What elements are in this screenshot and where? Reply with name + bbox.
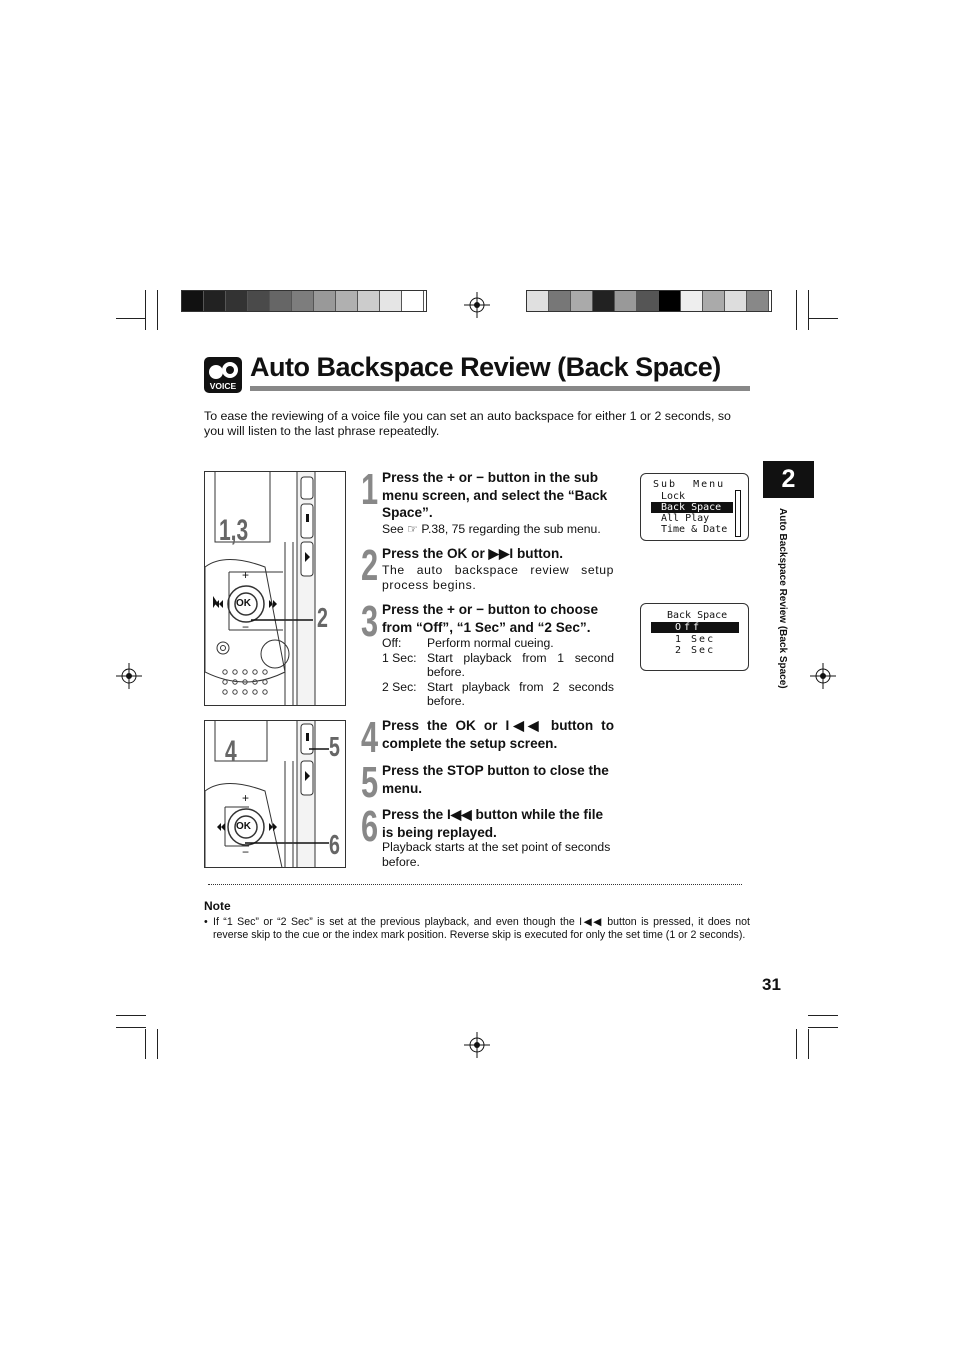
registration-mark-icon [810, 663, 836, 689]
option-value: Perform normal cueing. [427, 636, 554, 650]
lcd-item: Time & Date [661, 524, 728, 535]
color-swatch [248, 291, 270, 311]
dotted-divider [208, 884, 742, 885]
color-swatch [358, 291, 380, 311]
color-swatch [204, 291, 226, 311]
step-number: 4 [361, 713, 379, 762]
step-3-options: Off: Perform normal cueing. 1 Sec: Start… [382, 636, 614, 709]
step-6-note: Playback starts at the set point of seco… [382, 840, 611, 869]
callout-1-3: 1,3 [219, 514, 249, 547]
color-swatch [703, 291, 725, 311]
note-heading: Note [204, 899, 231, 913]
side-section-label: Auto Backspace Review (Back Space) [777, 508, 788, 689]
step-number: 3 [361, 597, 379, 646]
color-swatch [314, 291, 336, 311]
voice-icon-label: VOICE [209, 381, 237, 391]
color-swatch [593, 291, 615, 311]
color-swatch [681, 291, 703, 311]
step-3-instruction: Press the + or − button to choose from “… [382, 602, 599, 635]
callout-5: 5 [329, 731, 340, 762]
step-number: 5 [361, 758, 379, 807]
color-swatch [270, 291, 292, 311]
callout-6: 6 [329, 829, 340, 860]
page-title: Auto Backspace Review (Back Space) [250, 352, 721, 382]
callout-4: 4 [225, 735, 237, 768]
color-swatch [182, 291, 204, 311]
color-swatch [226, 291, 248, 311]
device-illustration-top: OK + − 1,3 2 [204, 471, 346, 706]
minus-button-label: − [242, 845, 250, 859]
color-calibration-bar-left [181, 290, 427, 312]
title-underline [250, 386, 750, 391]
color-swatch [549, 291, 571, 311]
option-value: Start playback from 1 second before. [427, 650, 614, 680]
note-text: If “1 Sec” or “2 Sec” is set at the prev… [204, 916, 750, 942]
lcd-header: Sub Menu [653, 479, 726, 490]
option-off: Off: Perform normal cueing. [382, 636, 614, 651]
chapter-tab: 2 [763, 461, 814, 498]
device-illustration-bottom: OK + − 4 5 6 [204, 720, 346, 868]
lcd-submenu-screen: Sub Menu Lock Back Space All Play Time &… [640, 473, 749, 541]
registration-mark-icon [464, 292, 490, 318]
color-swatch [659, 291, 681, 311]
ok-button-label: OK [236, 821, 251, 832]
plus-button-label: + [242, 791, 250, 805]
option-2-sec: 2 Sec: Start playback from 2 seconds bef… [382, 680, 614, 709]
color-swatch [336, 291, 358, 311]
color-swatch [571, 291, 593, 311]
color-swatch [615, 291, 637, 311]
voice-icon: VOICE [204, 357, 242, 393]
ok-button-label: OK [236, 598, 251, 609]
callout-2: 2 [317, 602, 328, 633]
color-swatch [747, 291, 769, 311]
intro-paragraph: To ease the reviewing of a voice file yo… [204, 409, 731, 438]
lcd-item: Lock [661, 491, 686, 502]
step-5-instruction: Press the STOP button to close the menu. [382, 763, 609, 796]
step-1-instruction: Press the + or − button in the sub menu … [382, 470, 608, 520]
color-swatch [380, 291, 402, 311]
lcd-item: All Play [661, 513, 710, 524]
color-swatch [292, 291, 314, 311]
color-swatch [527, 291, 549, 311]
lcd-item: 2 Sec [675, 645, 716, 656]
step-number: 6 [361, 802, 379, 851]
option-key: 2 Sec: [382, 679, 417, 694]
color-calibration-bar-right [526, 290, 772, 312]
minus-button-label: − [242, 620, 250, 634]
step-4-instruction: Press the OK or I◀◀ button to complete t… [382, 718, 614, 751]
lcd-item: 1 Sec [675, 634, 716, 645]
lcd-header: Back Space [667, 610, 728, 621]
step-1-note: See ☞ P.38, 75 regarding the sub menu. [382, 522, 601, 536]
lcd-backspace-screen: Back Space Off 1 Sec 2 Sec [640, 603, 749, 671]
step-number: 2 [361, 541, 379, 590]
lcd-scrollbar [735, 490, 741, 537]
lcd-item-selected: Back Space [651, 502, 733, 513]
step-6-instruction: Press the I◀◀ button while the file is b… [382, 807, 604, 840]
step-2-note: The auto backspace review setup process … [382, 563, 614, 592]
color-swatch [402, 291, 424, 311]
page-number: 31 [762, 975, 781, 994]
color-swatch [725, 291, 747, 311]
option-1-sec: 1 Sec: Start playback from 1 second befo… [382, 651, 614, 680]
step-2-instruction: Press the OK or ▶▶I button. [382, 546, 564, 561]
option-key: 1 Sec: [382, 650, 417, 665]
option-value: Start playback from 2 seconds before. [427, 679, 614, 709]
registration-mark-icon [464, 1032, 490, 1058]
option-key: Off: [382, 636, 402, 650]
lcd-item-selected: Off [651, 622, 739, 633]
color-swatch [637, 291, 659, 311]
registration-mark-icon [116, 663, 142, 689]
step-number: 1 [361, 465, 379, 514]
plus-button-label: + [242, 568, 250, 582]
